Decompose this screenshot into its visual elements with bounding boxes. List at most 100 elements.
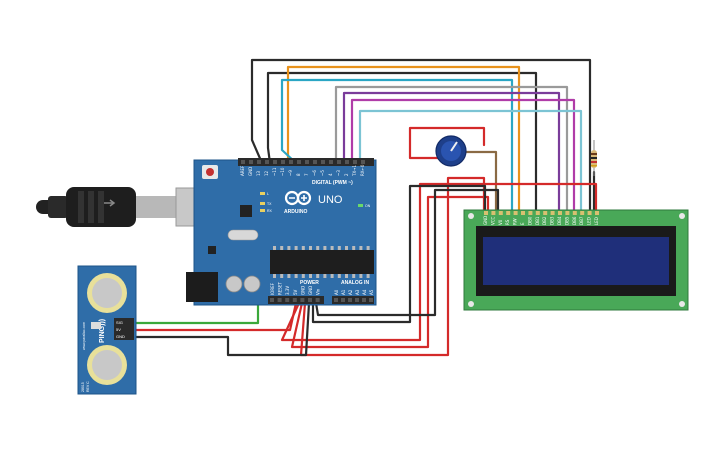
lcd-pin[interactable] [580, 211, 585, 215]
wire-black-sensor[interactable] [133, 301, 311, 357]
digital-pin-hole[interactable] [337, 160, 341, 164]
power-pin-label: RESET [278, 282, 283, 295]
analog-pin-hole[interactable] [341, 298, 345, 302]
digital-pin-label: AREF [240, 165, 245, 176]
lcd-pin[interactable] [521, 211, 525, 215]
lcd-pin[interactable] [550, 211, 555, 215]
l-led [260, 192, 265, 195]
on-led-label: ON [365, 204, 371, 208]
digital-pin-hole[interactable] [273, 160, 277, 164]
sensor-part: 28015 [81, 382, 85, 392]
chip-leg [280, 246, 284, 250]
analog-header [332, 296, 374, 304]
digital-pin-hole[interactable] [241, 160, 245, 164]
digital-pin-hole[interactable] [305, 160, 309, 164]
power-pin-label: GND [300, 286, 305, 295]
digital-pin-label: ~9 [288, 170, 293, 176]
lcd-pin[interactable] [595, 211, 599, 215]
digital-pin-hole[interactable] [249, 160, 253, 164]
wire-red-5v-3[interactable] [299, 176, 486, 357]
digital-pin-label: ~11 [272, 167, 277, 176]
digital-pin-hole[interactable] [265, 160, 269, 164]
digital-pin-hole[interactable] [329, 160, 333, 164]
chip-leg [352, 274, 356, 278]
power-pin-hole[interactable] [285, 298, 290, 302]
lcd-pin[interactable] [513, 211, 518, 215]
analog-pin-hole[interactable] [348, 298, 352, 302]
wire-red-sensor[interactable] [133, 301, 298, 332]
power-jack [186, 272, 218, 302]
wire-black-gnd-2[interactable] [314, 188, 500, 317]
lcd-pin[interactable] [498, 211, 503, 215]
arduino-logo [284, 190, 312, 206]
digital-pin-label: 7 [304, 173, 309, 176]
resistor[interactable] [591, 140, 597, 176]
wire-teal[interactable] [280, 78, 514, 214]
chip-leg [345, 246, 348, 250]
lcd-pin[interactable] [572, 211, 577, 215]
potentiometer[interactable] [435, 135, 467, 167]
lcd-pin[interactable] [558, 211, 562, 215]
digital-pin-hole[interactable] [281, 160, 285, 164]
digital-pin-hole[interactable] [289, 160, 293, 164]
wire-gray[interactable] [334, 85, 569, 214]
chip-leg [337, 274, 341, 278]
lcd-pin-label: RW [513, 218, 518, 225]
power-pin-hole[interactable] [277, 298, 282, 302]
digital-pin-hole[interactable] [297, 160, 301, 164]
lcd-pin-label: DB4 [557, 216, 562, 225]
sensor-rev: REV C [86, 381, 90, 392]
wire-black-top-inner[interactable] [266, 71, 538, 214]
power-pin-hole[interactable] [315, 298, 320, 302]
digital-pin-hole[interactable] [257, 160, 261, 164]
analog-pin-hole[interactable] [334, 298, 338, 302]
wire-black-top-outer[interactable] [250, 58, 592, 214]
wire-pot-brown[interactable] [460, 150, 498, 214]
wire-pot-red[interactable] [408, 126, 486, 160]
chip-leg [301, 246, 305, 250]
tx-led-label: TX [267, 202, 272, 206]
analog-pin-hole[interactable] [369, 298, 373, 302]
digital-pin-hole[interactable] [345, 160, 349, 164]
sensor-crystal [91, 322, 101, 329]
lcd-pin-label: DB2 [542, 216, 547, 225]
rx-led [260, 209, 265, 212]
lcd-pin[interactable] [484, 211, 488, 215]
wire-purple[interactable] [342, 91, 561, 214]
lcd-pin[interactable] [491, 211, 496, 215]
power-pin-hole[interactable] [270, 298, 274, 302]
digital-pin-hole[interactable] [313, 160, 317, 164]
lcd-pin[interactable] [528, 211, 533, 215]
wire-orange[interactable] [286, 65, 521, 214]
lcd-pin[interactable] [565, 211, 570, 215]
power-pin-hole[interactable] [292, 298, 297, 302]
lcd-pin-label: DB6 [572, 216, 577, 225]
ping-ultrasonic-sensor[interactable]: PING))) www.parallax.com 28015 REV C SIG… [77, 265, 137, 395]
chip-leg [287, 246, 291, 250]
digital-pin-hole[interactable] [361, 160, 365, 164]
power-pin-hole[interactable] [300, 298, 305, 302]
digital-pin-hole[interactable] [353, 160, 357, 164]
lcd-pin-label: RS [505, 219, 510, 225]
wire-red-5v-1[interactable] [280, 182, 598, 342]
digital-pin-label: ~6 [312, 170, 317, 176]
wire-red-5v-2[interactable] [290, 195, 490, 349]
digital-pin-hole[interactable] [321, 160, 325, 164]
l-led-label: L [267, 192, 269, 196]
lcd-pin[interactable] [506, 211, 511, 215]
lcd-pin[interactable] [543, 211, 548, 215]
wire-lightblue[interactable] [358, 109, 583, 214]
analog-pin-hole[interactable] [355, 298, 359, 302]
crystal [227, 229, 259, 241]
reset-button-cap[interactable] [206, 168, 214, 176]
wire-magenta[interactable] [350, 98, 576, 214]
mount-hole [679, 301, 685, 307]
lcd-pin[interactable] [587, 211, 592, 215]
chip-leg [309, 246, 312, 250]
digital-pin-label: TX→1 [352, 164, 357, 177]
lcd-pin[interactable] [535, 211, 540, 215]
analog-pin-hole[interactable] [362, 298, 366, 302]
power-pin-hole[interactable] [308, 298, 312, 302]
